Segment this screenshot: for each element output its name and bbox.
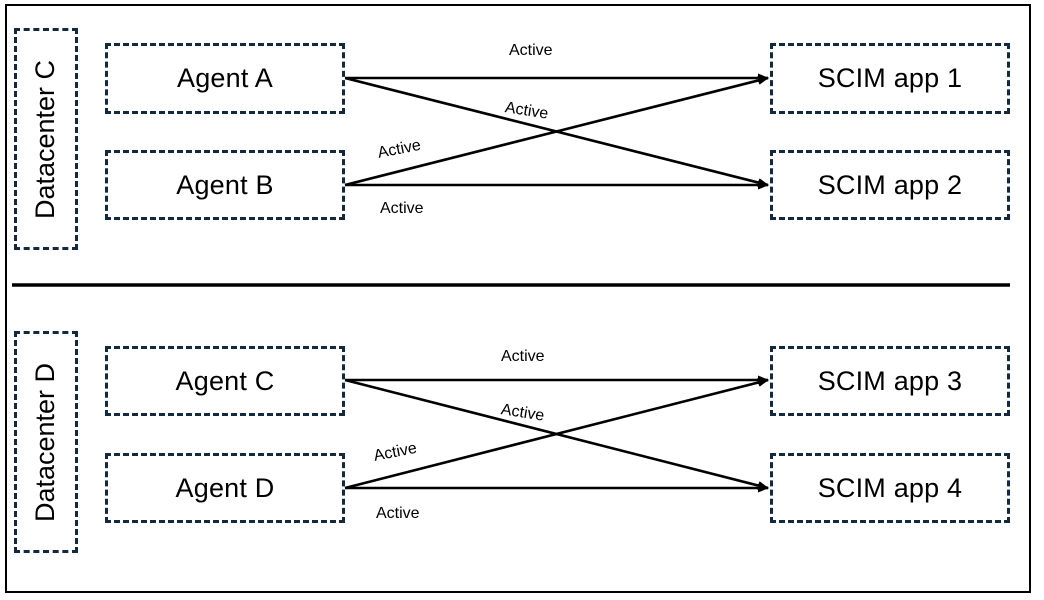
node-scim-app-2[interactable]: SCIM app 2 xyxy=(770,150,1010,220)
node-agent-b[interactable]: Agent B xyxy=(105,150,345,220)
node-scim-app-1-label: SCIM app 1 xyxy=(817,63,963,93)
edge-label-agent-a-scim-app-1: Active xyxy=(509,42,553,59)
node-scim-app-4[interactable]: SCIM app 4 xyxy=(770,453,1010,523)
node-scim-app-3-label: SCIM app 3 xyxy=(817,365,963,396)
node-scim-app-2-label: SCIM app 2 xyxy=(817,169,963,200)
node-agent-c[interactable]: Agent C xyxy=(105,346,345,416)
group-datacenter-d[interactable]: Datacenter D xyxy=(14,331,78,553)
node-agent-b-label: Agent B xyxy=(176,169,274,200)
node-scim-app-1[interactable]: SCIM app 1 xyxy=(770,43,1010,114)
edge-label-agent-d-scim-app-4: Active xyxy=(376,505,420,522)
edge-label-agent-c-scim-app-3: Active xyxy=(501,348,545,365)
outer-frame xyxy=(5,4,1031,593)
edge-label-agent-b-scim-app-2: Active xyxy=(380,200,424,217)
node-agent-a[interactable]: Agent A xyxy=(105,43,345,114)
node-agent-c-label: Agent C xyxy=(175,365,275,396)
node-scim-app-3[interactable]: SCIM app 3 xyxy=(770,346,1010,416)
group-datacenter-d-label: Datacenter D xyxy=(30,362,61,522)
node-agent-d[interactable]: Agent D xyxy=(105,453,345,523)
node-scim-app-4-label: SCIM app 4 xyxy=(817,472,963,503)
node-agent-d-label: Agent D xyxy=(175,472,275,503)
group-datacenter-c-label: Datacenter C xyxy=(30,59,61,219)
node-agent-a-label: Agent A xyxy=(177,63,273,93)
group-datacenter-c[interactable]: Datacenter C xyxy=(14,28,78,250)
